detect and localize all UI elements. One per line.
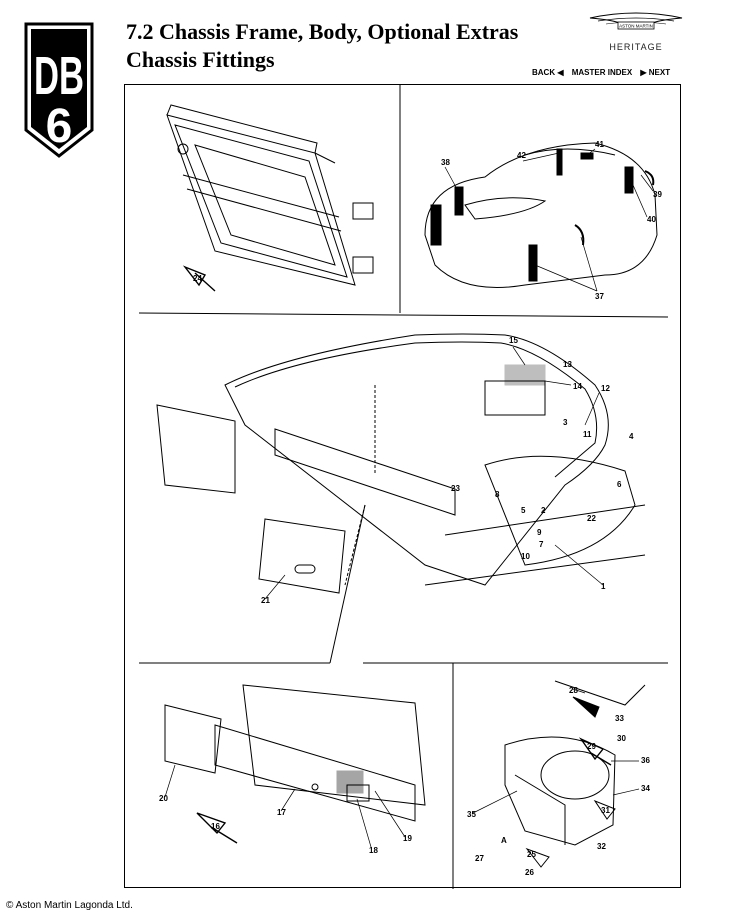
part-28-label: 28 [569, 686, 578, 695]
leader-lines [164, 148, 654, 848]
part-19-label: 19 [403, 834, 412, 843]
logo-six-text: 6 [46, 100, 73, 153]
part-36-label: 36 [641, 756, 650, 765]
part-40-label: 40 [647, 215, 656, 224]
next-link[interactable]: ▶ NEXT [640, 68, 671, 77]
diagram-frame: 38 42 41 39 40 37 24 15 13 14 12 3 11 4 … [124, 84, 681, 889]
view-a-upper: A [591, 706, 597, 715]
aston-martin-brand: ASTON MARTIN HERITAGE [588, 10, 684, 52]
part-10-label: 10 [521, 552, 530, 561]
copyright-footer: © Aston Martin Lagonda Ltd. [6, 900, 133, 911]
part-8-label: 8 [495, 490, 500, 499]
part-21-label: 21 [261, 596, 270, 605]
title-line-2: Chassis Fittings [126, 47, 275, 72]
boot-well-drawing [504, 680, 646, 868]
part-33-label: 33 [615, 714, 624, 723]
part-23-label: 23 [451, 484, 460, 493]
part-18-label: 18 [369, 846, 378, 855]
title-line-1: 7.2 Chassis Frame, Body, Optional Extras [126, 19, 519, 44]
part-4-label: 4 [629, 432, 634, 441]
part-31-label: 31 [601, 806, 610, 815]
brand-badge-text: ASTON MARTIN [619, 24, 653, 29]
part-38-label: 38 [441, 158, 450, 167]
part-labels: 38 42 41 39 40 37 24 15 13 14 12 3 11 4 … [159, 140, 662, 877]
part-15-label: 15 [509, 336, 518, 345]
body-shell-drawing [156, 333, 646, 594]
part-3-label: 3 [563, 418, 568, 427]
part-2-label: 2 [541, 506, 546, 515]
part-17-label: 17 [277, 808, 286, 817]
part-16-label: 16 [211, 822, 220, 831]
part-41-label: 41 [595, 140, 604, 149]
car-body-drawing [424, 142, 658, 288]
view-a-lower: A [501, 836, 507, 845]
part-12-label: 12 [601, 384, 610, 393]
part-35-label: 35 [467, 810, 476, 819]
page-title: 7.2 Chassis Frame, Body, Optional Extras… [126, 18, 518, 74]
part-32-label: 32 [597, 842, 606, 851]
part-20-label: 20 [159, 794, 168, 803]
part-26-label: 26 [525, 868, 534, 877]
part-42-label: 42 [517, 151, 526, 160]
part-37-label: 37 [595, 292, 604, 301]
part-13-label: 13 [563, 360, 572, 369]
master-index-link[interactable]: MASTER INDEX [571, 68, 633, 77]
heritage-label: HERITAGE [609, 42, 663, 52]
part-14-label: 14 [573, 382, 582, 391]
side-panel-drawing [164, 684, 426, 844]
part-11-label: 11 [583, 430, 592, 439]
part-39-label: 39 [653, 190, 662, 199]
part-6-label: 6 [617, 480, 622, 489]
part-22-label: 22 [587, 514, 596, 523]
front-frame-drawing [166, 104, 374, 292]
part-29-label: 29 [587, 742, 596, 751]
part-25-label: 25 [527, 850, 536, 859]
nav-links: BACK ◀ MASTER INDEX ▶ NEXT [532, 68, 676, 77]
logo-db-text: DB [34, 46, 84, 106]
wings-logo-icon: ASTON MARTIN [589, 12, 683, 30]
chassis-diagram: 38 42 41 39 40 37 24 15 13 14 12 3 11 4 … [138, 85, 669, 889]
part-30-label: 30 [617, 734, 626, 743]
part-24-label: 24 [193, 274, 202, 283]
part-34-label: 34 [641, 784, 650, 793]
part-5-label: 5 [521, 506, 526, 515]
part-9-label: 9 [537, 528, 542, 537]
part-1-label: 1 [601, 582, 606, 591]
part-7-label: 7 [539, 540, 544, 549]
back-link[interactable]: BACK ◀ [532, 68, 564, 77]
part-27-label: 27 [475, 854, 484, 863]
db6-logo: DB 6 [24, 22, 94, 158]
